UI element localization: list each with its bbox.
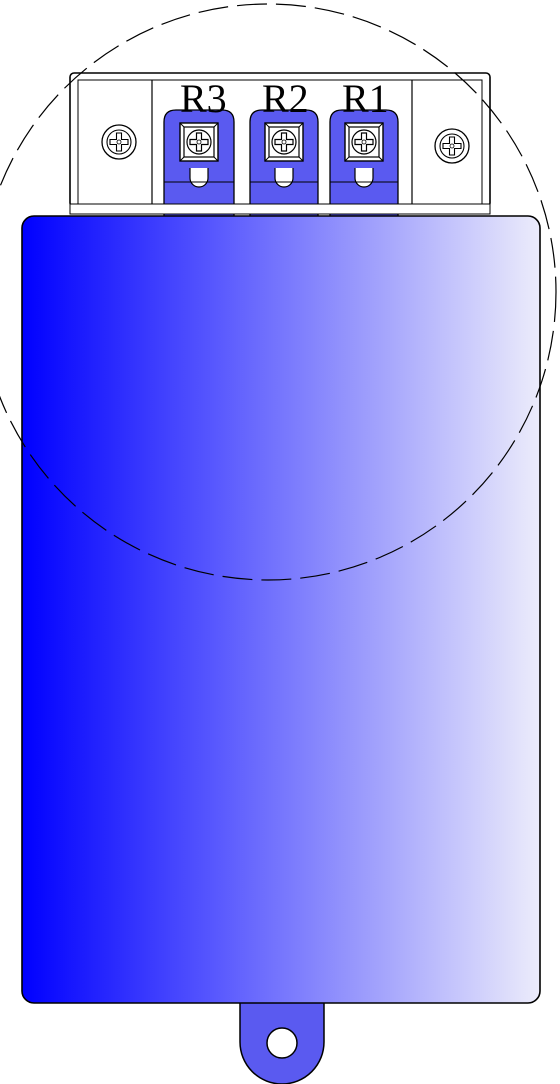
terminal-screw-r1-icon (344, 122, 384, 162)
detail-circle (0, 3, 557, 581)
mount-screw-right-icon (434, 128, 470, 164)
terminal-screw-r3-icon (179, 122, 219, 162)
terminal-label-r3: R3 (180, 76, 227, 121)
terminal-label-r1: R1 (342, 76, 389, 121)
terminal-strip (69, 203, 491, 215)
mounting-hole (266, 1027, 298, 1059)
terminal-screw-r2-icon (264, 122, 304, 162)
mount-screw-left-icon (101, 124, 137, 160)
terminal-label-r2: R2 (262, 76, 309, 121)
capacitor-body (21, 215, 541, 1004)
